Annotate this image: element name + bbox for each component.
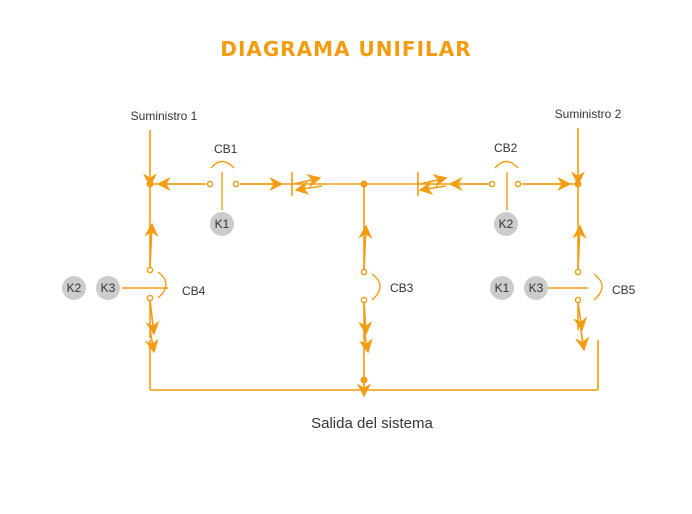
cb1-contact-b [232,180,240,188]
cb1-arc [210,160,235,169]
cb2-contact-b [514,180,522,188]
interlock-badge [490,276,514,300]
center-branch-arrow-down [358,301,373,336]
interlock-label: K1 [495,281,510,295]
interlock-badge [96,276,120,300]
junction-left [146,180,154,188]
bus-arrow-d [418,181,447,196]
interlock-label: K2 [499,217,514,231]
left-branch-arrow-up [144,222,159,269]
interlock-badge [62,276,86,300]
wires [143,128,599,398]
left-branch-arrow-down [145,299,160,336]
bus-arrow-b [294,181,323,196]
breaker-cb2[interactable] [488,160,522,211]
interlock-cb5-k3: K3 [524,276,548,300]
interlock-label: K1 [215,217,230,231]
bus-arrow-a [293,174,322,188]
interlock-label: K3 [101,281,116,295]
output-label: Salida del sistema [311,415,433,432]
cb3-label: CB3 [390,281,414,295]
center-branch-arrow-down-2 [358,329,373,354]
interlock-badge [210,212,234,236]
breaker-cb1[interactable] [206,160,240,211]
right-branch-arrow-down-2 [575,323,590,352]
cb5-contact-b [574,296,582,304]
cb2-contact-a [488,180,496,188]
interlock-label: K3 [529,281,544,295]
cb4-arc [157,271,167,299]
cb4-contact-b [146,294,154,302]
interlock-cb2-k2: K2 [494,212,518,236]
interlock-cb5-k1: K1 [490,276,514,300]
interlock-cb1-k1: K1 [210,212,234,236]
cb2-label: CB2 [494,141,518,155]
cb3-contact-b [360,296,368,304]
breaker-cb4[interactable] [122,266,168,302]
breaker-cb5[interactable] [548,268,603,304]
cb3-arc [371,273,381,301]
interlock-badge [494,212,518,236]
right-branch-arrow-down [573,301,588,332]
bus-arrow-c [419,174,448,188]
breaker-cb3[interactable] [360,268,381,304]
interlock-cb4-k2: K2 [62,276,86,300]
interlock-label: K2 [67,281,82,295]
supply-1-label: Suministro 1 [131,109,198,123]
left-branch-arrow-down-2 [144,329,159,354]
junction-center [360,180,368,188]
interlock-cb4-k3: K3 [96,276,120,300]
cb5-contact-a [574,268,582,276]
cb4-label: CB4 [182,284,206,298]
cb3-contact-a [360,268,368,276]
junction-right [574,180,582,188]
cb4-contact-a [146,266,154,274]
interlock-badge [524,276,548,300]
cb1-contact-a [206,180,214,188]
supply-2-label: Suministro 2 [555,107,622,121]
cb5-arc [593,273,603,301]
right-branch-arrow-up [572,224,587,271]
cb1-label: CB1 [214,142,238,156]
junction-output [360,376,368,384]
cb2-arc [494,160,519,169]
center-branch-arrow-up [358,224,373,271]
cb5-label: CB5 [612,283,636,297]
diagram-title: DIAGRAMA UNIFILAR [220,37,471,61]
junctions [146,180,582,384]
